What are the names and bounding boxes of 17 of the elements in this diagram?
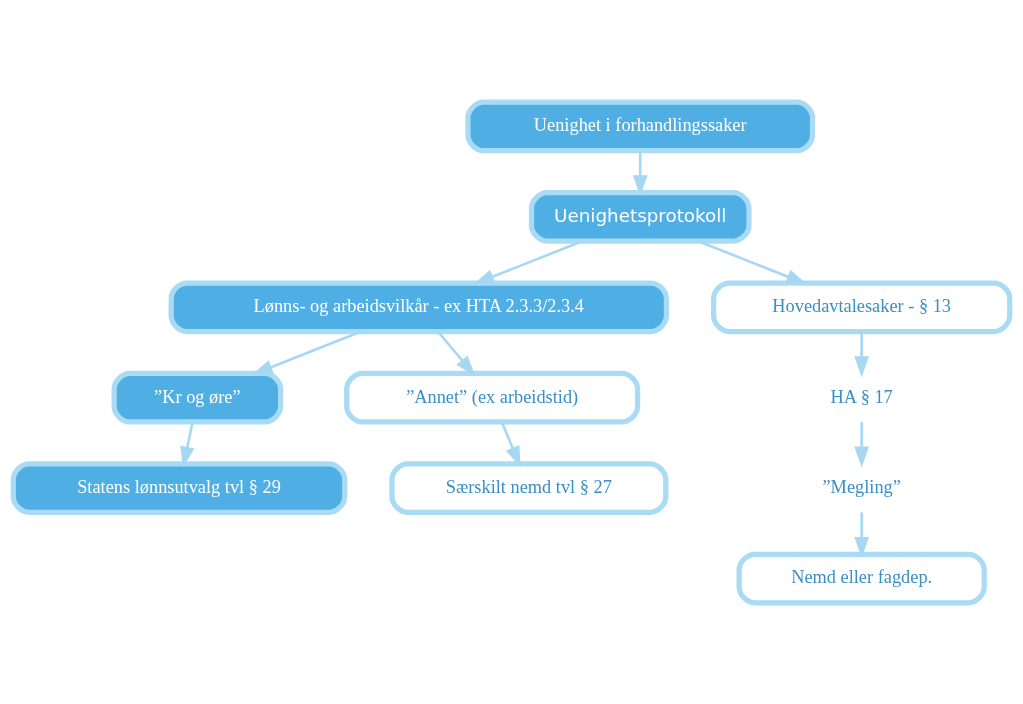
arrow	[854, 331, 869, 377]
node-box: Uenighetsprotokoll	[528, 189, 752, 244]
arrow	[854, 421, 869, 468]
node-box: Uenighet i forhandlingssaker	[465, 99, 816, 153]
arrow	[632, 150, 648, 196]
node-box: Nemd eller fagdep.	[736, 551, 987, 605]
node-box: Statens lønnsutvalg tvl § 29	[10, 460, 348, 515]
node-box: Lønns- og arbeidsvilkår - ex HTA 2.3.3/2.3.4	[168, 279, 670, 334]
arrow	[854, 512, 869, 558]
node-box: ”Kr og øre”	[111, 370, 284, 425]
node-box: Særskilt nemd tvl § 27	[389, 460, 669, 515]
node-box: Hovedavtalesaker - § 13	[711, 279, 1013, 334]
node-text: ”Megling”	[822, 476, 901, 497]
node-box: ”Annet” (ex arbeidstid)	[344, 370, 641, 425]
arrow	[180, 421, 195, 467]
arrow	[500, 421, 521, 467]
node-text: HA § 17	[830, 386, 893, 407]
